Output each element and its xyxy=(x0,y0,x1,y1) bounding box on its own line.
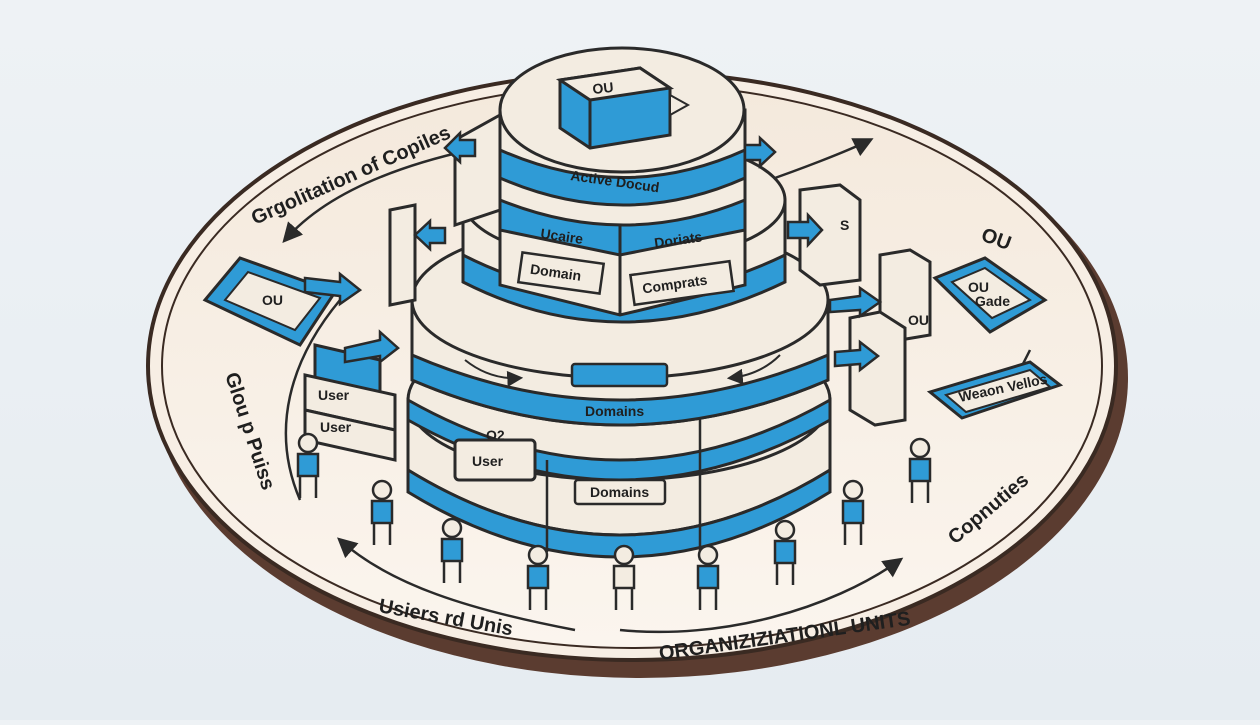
svg-text:User: User xyxy=(472,453,504,469)
svg-text:Gade: Gade xyxy=(975,293,1010,309)
svg-text:OU: OU xyxy=(908,312,929,328)
tier1-tag-left: Ucaire xyxy=(540,225,585,247)
top-block: OU Active Docud xyxy=(498,46,747,227)
tier1-tag-right: Doriats xyxy=(653,228,703,251)
ou-cube-icon: OU xyxy=(555,66,691,150)
user-figure-icon xyxy=(696,544,720,610)
svg-text:User: User xyxy=(320,419,352,435)
user-figure-icon xyxy=(296,432,320,498)
user-figure-icon xyxy=(370,479,394,545)
domains-box-bottom: Domains xyxy=(573,478,667,506)
tier2-domains-label: Domains xyxy=(585,403,644,419)
svg-text:OU: OU xyxy=(968,279,989,295)
svg-text:S: S xyxy=(840,217,849,233)
svg-text:OU: OU xyxy=(592,79,615,97)
user-figure-icon xyxy=(908,437,932,503)
tier1-domain-box: Domain xyxy=(516,251,606,295)
right-servers: S OU xyxy=(798,183,932,427)
right-panel: Weaon Vellos xyxy=(926,360,1064,420)
user-figure-icon xyxy=(841,479,865,545)
left-panel-stack: User User xyxy=(303,343,397,462)
svg-text:Domain: Domain xyxy=(529,261,582,284)
svg-text:User: User xyxy=(318,387,350,403)
tier1-computers-box: Comprats xyxy=(628,259,736,307)
svg-text:OU: OU xyxy=(262,292,283,308)
user-figure-icon xyxy=(612,544,636,610)
user-figure-icon xyxy=(773,519,797,585)
user-box: User xyxy=(453,438,537,482)
right-tablet: OU Gade xyxy=(932,256,1048,334)
user-figure-icon xyxy=(440,517,464,583)
svg-text:Domains: Domains xyxy=(590,484,649,500)
user-figures xyxy=(296,432,932,610)
user-figure-icon xyxy=(526,544,550,610)
connector-arrows xyxy=(303,129,883,373)
